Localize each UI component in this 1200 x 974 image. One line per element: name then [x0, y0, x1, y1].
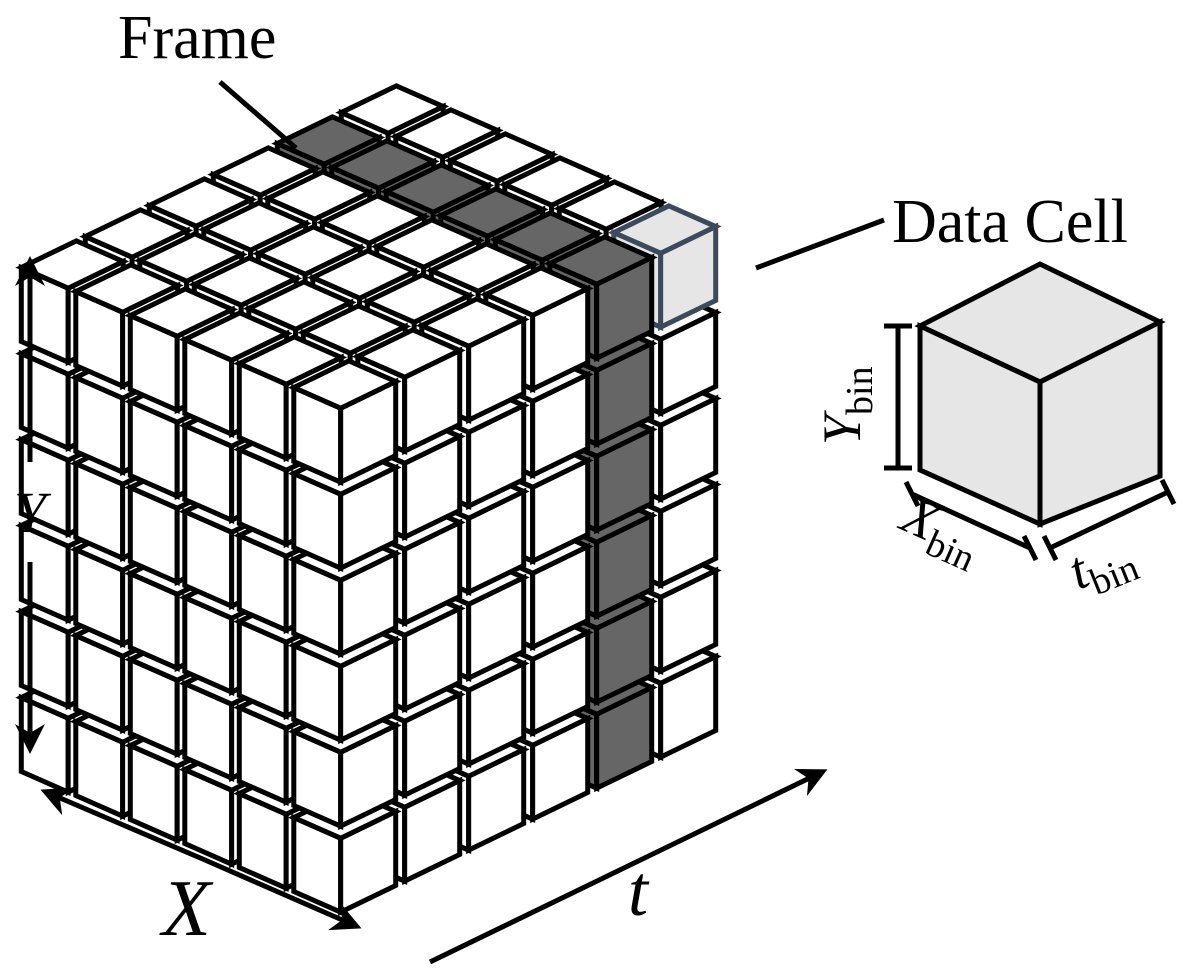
- grid-cell-face-top: [297, 303, 412, 356]
- grid-cell-face-top: [133, 231, 248, 284]
- y-bin-label: Ybin: [812, 366, 881, 445]
- t-axis-label: t: [628, 851, 650, 931]
- grid-cell-face-top: [389, 107, 504, 160]
- t-bin-bracket-cap-right: [1159, 478, 1177, 506]
- detail-cube-right: [1037, 317, 1163, 528]
- frame-cell-face-top: [271, 114, 386, 167]
- x-bin-bracket-cap-right: [1021, 534, 1039, 562]
- grid-cell-face-top: [79, 207, 194, 260]
- grid-cell-face-top: [197, 200, 312, 253]
- grid-cell-face-top: [143, 176, 258, 229]
- grid-cell-face-top: [233, 334, 348, 387]
- grid-cell-face-top: [370, 217, 485, 270]
- grid-cell-face-top: [124, 286, 239, 339]
- grid-cell-face-top: [287, 358, 402, 411]
- data-cell-label: Data Cell: [892, 188, 1128, 256]
- grid-cell-face-top: [252, 224, 367, 277]
- t-axis-arrow: [428, 768, 828, 965]
- grid-cell-face-top: [479, 265, 594, 318]
- data-cell-face-top: [607, 203, 722, 256]
- x-bin-bracket: [910, 491, 1032, 551]
- grid-cell-face-top: [306, 248, 421, 301]
- y-axis-label: Y: [14, 480, 52, 545]
- data-cell-leader-line: [755, 217, 885, 271]
- t-bin-bracket: [1048, 489, 1170, 551]
- grid-cell-face-top: [361, 272, 476, 325]
- grid-cell-face-top: [242, 279, 357, 332]
- grid-cell-face-top: [335, 83, 450, 136]
- frame-cell-face-top: [543, 234, 658, 287]
- grid-cell-face-top: [498, 155, 613, 208]
- x-bin-bracket-cap-left: [903, 480, 921, 508]
- voxel-grid: [15, 83, 722, 917]
- frame-cell-face-top: [489, 210, 604, 263]
- grid-cell-face-top: [207, 145, 322, 198]
- frame-label: Frame: [118, 4, 276, 72]
- grid-cell-face-top: [415, 296, 530, 349]
- x-axis-label: X: [159, 865, 214, 953]
- grid-cell-face-top: [69, 262, 184, 315]
- data-cell-detail: Ybin Xbin tbin: [812, 261, 1177, 604]
- x-axis-arrow: [40, 787, 206, 863]
- grid-cell-face-top: [261, 169, 376, 222]
- grid-cell-face-top: [188, 255, 303, 308]
- grid-cell-face-top: [444, 131, 559, 184]
- grid-cell-face-top: [351, 327, 466, 380]
- frame-leader-line: [218, 80, 298, 150]
- grid-cell-face-top: [553, 179, 668, 232]
- frame-cell-face-top: [380, 162, 495, 215]
- grid-cell-face-top: [316, 193, 431, 246]
- t-bin-bracket-cap-left: [1041, 534, 1059, 562]
- grid-cell-face-top: [425, 241, 540, 294]
- frame-cell-face-top: [434, 186, 549, 239]
- frame-cell-face-top: [325, 138, 440, 191]
- grid-cell-face-top: [178, 310, 293, 363]
- x-axis-arrow-right: [203, 857, 362, 931]
